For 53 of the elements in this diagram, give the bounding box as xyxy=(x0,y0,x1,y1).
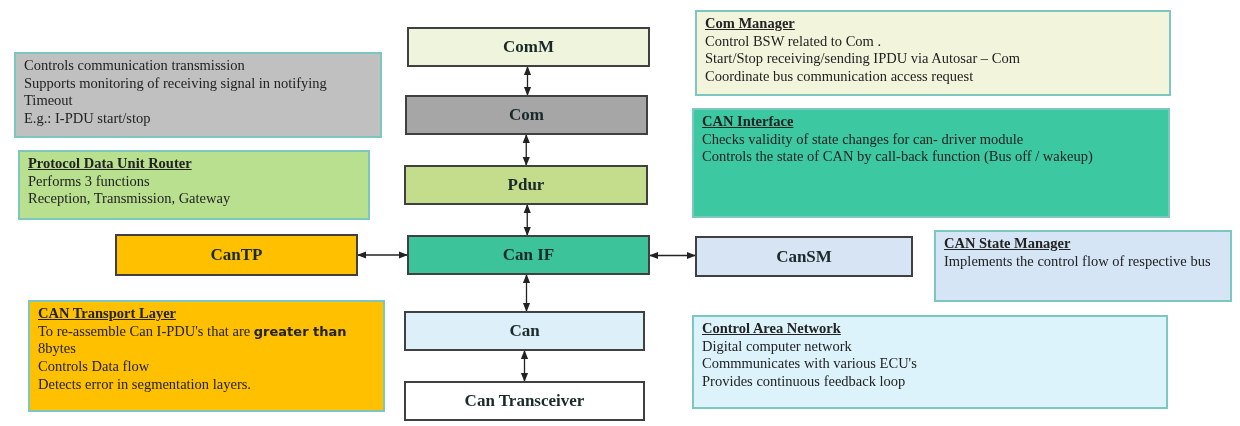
module-label: Com xyxy=(509,105,544,125)
module-box xyxy=(404,381,645,421)
description-text: Reception, Transmission, Gateway xyxy=(28,190,232,209)
description-text: Implements the control flow of respective bus xyxy=(944,252,1212,271)
arrow xyxy=(522,134,530,166)
heading: CAN State Manager xyxy=(944,235,1071,253)
module-label: CanTP xyxy=(210,245,263,265)
description-box xyxy=(934,230,1232,302)
description-text: Supports monitoring of receiving signal in notifying Timeout xyxy=(24,74,328,111)
arrow xyxy=(523,66,532,96)
module-box xyxy=(405,95,648,135)
module-label: Pdur xyxy=(507,175,545,195)
heading: Protocol Data Unit Router xyxy=(28,155,192,173)
heading: Control Area Network xyxy=(702,320,841,338)
description-text: Control BSW related to Com . xyxy=(705,32,883,51)
module-label: ComM xyxy=(503,37,554,57)
description-text: E.g.: I-PDU start/stop xyxy=(24,110,152,128)
description-text: Performs 3 functions xyxy=(28,172,151,191)
module-box xyxy=(404,165,648,205)
heading: CAN Interface xyxy=(702,113,794,131)
description-text: Detects error in segmentation layers. xyxy=(38,375,252,394)
arrow xyxy=(523,204,531,236)
heading: CAN Transport Layer xyxy=(38,305,176,323)
arrow xyxy=(357,251,408,259)
description-text: Commmunicates with various ECU's xyxy=(702,355,918,374)
module-box xyxy=(404,311,645,351)
arrow xyxy=(522,274,531,312)
description-box xyxy=(692,108,1170,218)
module-label: CanSM xyxy=(776,246,832,267)
description-text: To re-assemble Can I-PDU's that are greater than 8bytes xyxy=(38,322,348,359)
description-box xyxy=(28,300,385,412)
arrow xyxy=(520,350,529,382)
module-box xyxy=(115,234,358,276)
description-box xyxy=(692,315,1168,409)
description-box xyxy=(18,150,370,220)
module-box xyxy=(407,27,650,67)
module-box xyxy=(407,235,650,275)
description-text: Digital computer network xyxy=(702,337,853,356)
description-box xyxy=(695,10,1171,96)
description-box xyxy=(14,52,382,138)
description-text: Controls the state of CAN by call-back function (Bus off / wakeup) xyxy=(702,148,1094,167)
arrow xyxy=(649,251,696,260)
module-box xyxy=(695,236,913,277)
module-label: Can IF xyxy=(502,245,555,265)
description-text: Provides continuous feedback loop xyxy=(702,373,907,391)
module-label: Can Transceiver xyxy=(464,391,585,411)
description-text: Controls Data flow xyxy=(38,358,151,376)
description-text: Coordinate bus communication access request xyxy=(705,68,975,86)
description-text: Checks validity of state changes for can- driver module xyxy=(702,130,1025,149)
description-text: Controls communication transmission xyxy=(24,57,246,75)
heading: Com Manager xyxy=(705,15,795,33)
description-text: Start/Stop receiving/sending IPDU via Autosar – Com xyxy=(705,50,1021,69)
module-label: Can xyxy=(509,321,540,341)
